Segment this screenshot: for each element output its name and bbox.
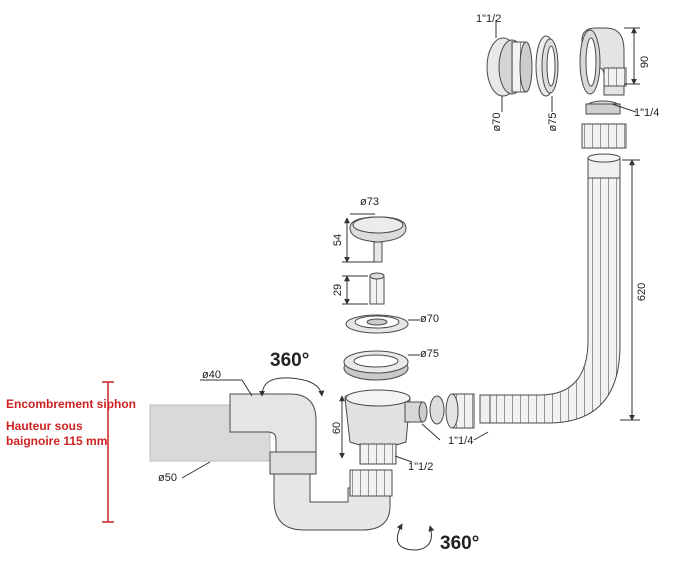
overflow-cover-diameter-label: ø70 (491, 113, 503, 132)
side-connector (429, 393, 475, 429)
grid-diameter-label: ø70 (420, 313, 439, 325)
overflow-cover (486, 37, 533, 97)
flexible-hose (479, 153, 621, 424)
rotation-arrow-bottom (396, 523, 435, 551)
drain-grid (345, 314, 409, 334)
overflow-ring (535, 35, 559, 97)
flange-diameter-label: ø75 (420, 348, 439, 360)
plug-height-label: 54 (332, 234, 344, 246)
inlet-diameter-label: ø40 (202, 369, 221, 381)
rotation-top-label: 360° (270, 350, 309, 371)
overflow-outlet-label: 1"1/4 (634, 107, 659, 119)
siphon-size-note: Encombrement siphon (6, 397, 137, 411)
plug-stem (369, 272, 385, 305)
rotation-arrow-top (259, 377, 325, 397)
hose-length-label: 620 (636, 283, 648, 301)
drain-flange (343, 350, 409, 381)
bottom-thread-label: 1"1/2 (408, 461, 433, 473)
siphon-body (149, 393, 393, 531)
body-height-label: 60 (331, 422, 343, 434)
siphon-height-bracket (102, 381, 114, 523)
outlet-diameter-label: ø50 (158, 472, 177, 484)
overflow-ring-diameter-label: ø75 (547, 113, 559, 132)
height-note-line-2: baignoire 115 mm (6, 434, 108, 448)
overflow-height-label: 90 (639, 56, 651, 68)
plug-stopper (349, 216, 407, 263)
height-note-line-1: Hauteur sous (6, 419, 83, 433)
overflow-elbow (579, 27, 627, 96)
overflow-thread-label: 1"1/2 (476, 13, 501, 25)
overflow-nut (581, 100, 627, 149)
plug-diameter-label: ø73 (360, 196, 379, 208)
side-outlet-label: 1"1/4 (448, 435, 473, 447)
drain-body (344, 389, 428, 465)
stem-height-label: 29 (332, 284, 344, 296)
rotation-bottom-label: 360° (440, 533, 479, 554)
